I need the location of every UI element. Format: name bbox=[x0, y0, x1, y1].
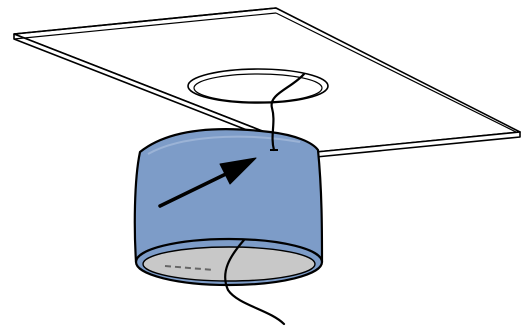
power-cable-lower bbox=[224, 238, 286, 326]
ceiling-cutout-inner bbox=[193, 73, 323, 103]
ceiling-panel-right-top bbox=[275, 12, 517, 133]
ceiling-cutout bbox=[187, 68, 329, 104]
ceiling-cutout-outer bbox=[187, 68, 329, 104]
power-cable-upper bbox=[270, 72, 306, 152]
ceiling-panel-back-edge bbox=[13, 7, 277, 35]
ceiling-panel-back-thickness bbox=[13, 12, 277, 40]
direction-arrow bbox=[158, 157, 257, 208]
light-housing-body bbox=[133, 128, 324, 264]
power-cable bbox=[224, 72, 306, 326]
direction-arrow-shaft bbox=[158, 170, 232, 208]
direction-arrow-head bbox=[219, 157, 257, 185]
dashed-guide-line bbox=[164, 265, 215, 271]
light-housing-top-shading bbox=[147, 135, 301, 155]
